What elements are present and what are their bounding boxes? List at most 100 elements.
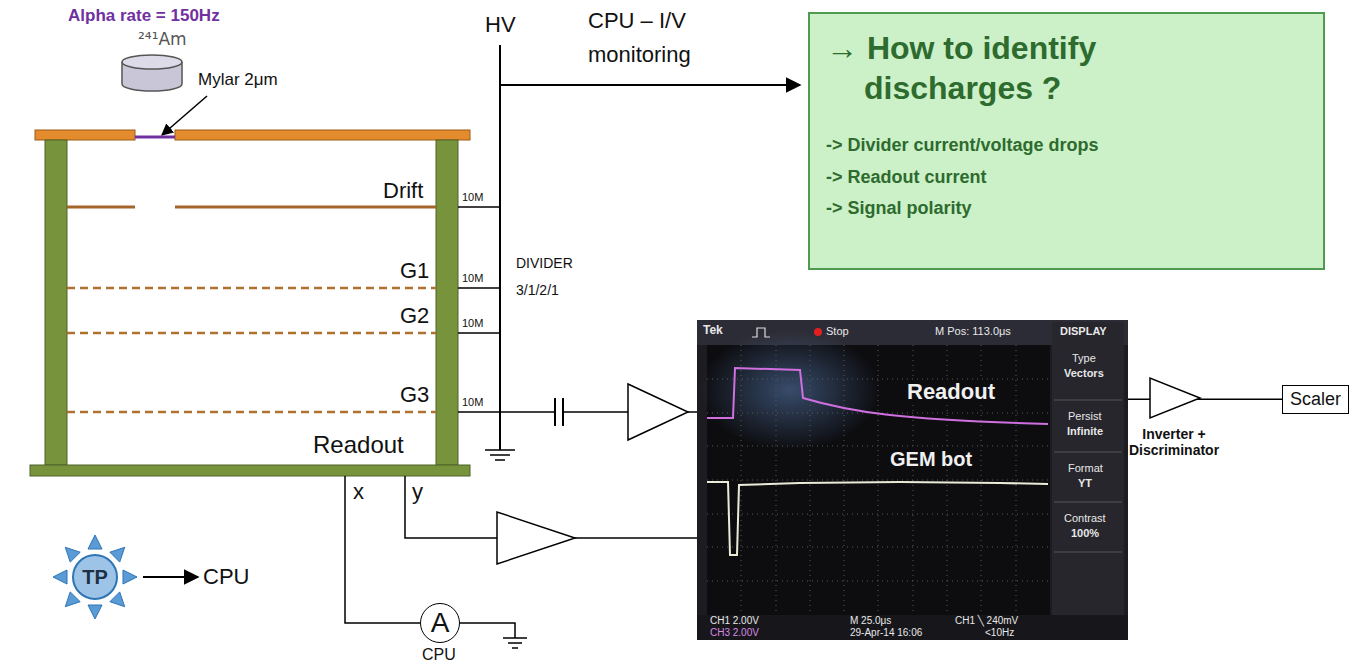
gem-foil — [67, 332, 436, 335]
top-plate — [35, 130, 135, 140]
trace-label: Readout — [905, 380, 997, 404]
pulser-ray — [53, 570, 67, 584]
electrode-label: G1 — [400, 258, 429, 283]
ammeter-circle: A — [420, 603, 460, 643]
bullet-text: -> Signal polarity — [826, 193, 1307, 225]
strip-label: x — [353, 479, 364, 504]
pulser-rays — [53, 535, 137, 619]
menu-item: Contrast — [1064, 512, 1106, 525]
electrode-label: Drift — [383, 178, 423, 203]
scope-grid — [707, 345, 1050, 615]
menu-value: 100% — [1071, 527, 1099, 540]
scope-brand: Tek — [703, 324, 723, 338]
rate-note: Alpha rate = 150Hz — [68, 6, 220, 26]
scope-readout: 29-Apr-14 16:06 — [850, 627, 922, 639]
menu-value: YT — [1078, 477, 1092, 490]
source-label: ²⁴¹Am — [138, 30, 187, 50]
strip-wire — [405, 476, 497, 538]
electrode-label: Readout — [313, 431, 404, 459]
menu-separator — [1054, 400, 1122, 552]
amplifier-symbol — [628, 384, 688, 440]
inverter-symbol — [1150, 378, 1200, 418]
pulser-arrow — [143, 576, 198, 578]
signal-wire — [563, 411, 628, 413]
note-box: → How to identify discharges ? -> Divider… — [808, 12, 1325, 270]
signal-wire — [575, 537, 697, 539]
bullet-text: -> Readout current — [826, 162, 1307, 194]
drift-electrode — [67, 206, 135, 209]
gem-foil — [67, 287, 436, 290]
readout-trace — [707, 368, 1048, 424]
mylar-window — [135, 136, 175, 139]
scope-frame — [697, 320, 1128, 640]
pulser-ray — [65, 592, 80, 607]
ground-symbol — [485, 450, 515, 460]
scaler-box: Scaler — [1282, 385, 1349, 414]
signal-wire — [688, 411, 697, 413]
scope-menu — [1052, 322, 1124, 615]
pulser-ray — [110, 592, 125, 607]
pulser-ray — [88, 535, 102, 549]
menu-value: Vectors — [1064, 367, 1104, 380]
electrode-label: G3 — [400, 382, 429, 407]
chamber-wall — [436, 140, 458, 465]
scope-readout: CH1 ╲ 240mV — [955, 615, 1018, 627]
pulser-ray — [88, 605, 102, 619]
hv-line — [499, 45, 501, 450]
heading-text: → How to identify discharges ? — [826, 28, 1209, 108]
electrode-label: G2 — [400, 303, 429, 328]
inverter-label: Inverter + Discriminator — [1118, 426, 1230, 458]
resistor-value: 10M — [462, 191, 483, 204]
node-label: Scaler — [1290, 389, 1341, 410]
drift-electrode — [175, 206, 436, 209]
leader-arrow — [162, 96, 207, 135]
source-top — [122, 55, 182, 69]
divider-tap — [458, 332, 500, 334]
scope-readout: M Pos: 113.0μs — [935, 325, 1011, 338]
strip-label: y — [412, 479, 423, 504]
chamber-wall — [45, 140, 67, 465]
scope-status: Stop — [826, 325, 849, 338]
node-label: TP — [82, 567, 108, 587]
resistor-value: 10M — [462, 272, 483, 285]
amplifier-symbol — [497, 512, 575, 564]
menu-item: Persist — [1068, 410, 1102, 423]
scope-readout: CH3 2.00V — [710, 627, 759, 639]
pulser-circle: TP — [72, 554, 118, 600]
trace-label: GEM bot — [888, 448, 974, 470]
monitor-arrow — [500, 84, 800, 86]
trigger-icon — [752, 328, 770, 337]
menu-item: Format — [1068, 462, 1103, 475]
divider-label: DIVIDER 3/1/2/1 — [516, 250, 592, 303]
capacitor-symbol — [554, 398, 556, 426]
gem-foil — [67, 411, 436, 414]
stop-indicator — [814, 328, 822, 336]
menu-value: Infinite — [1067, 425, 1103, 438]
supply-label: HV — [485, 12, 516, 37]
divider-tap — [458, 206, 500, 208]
cpu-label: CPU — [203, 564, 249, 589]
divider-tap — [458, 411, 555, 413]
oscilloscope-screen: ReadoutGEM bot — [697, 320, 1128, 640]
screen-glare — [700, 330, 880, 450]
top-plate — [175, 130, 470, 140]
node-label: A — [431, 609, 450, 637]
resistor-value: 10M — [462, 317, 483, 330]
scope-readout: CH1 2.00V — [710, 615, 759, 627]
menu-item: Type — [1072, 352, 1096, 365]
bullet-text: -> Divider current/voltage drops — [826, 130, 1307, 162]
scope-readout: M 25.0μs — [850, 615, 891, 627]
gem-trace — [707, 482, 1048, 555]
pulser-ray — [110, 547, 125, 562]
monitor-label: CPU – I/V monitoring — [588, 4, 728, 72]
divider-tap — [458, 287, 500, 289]
pulser-ray — [123, 570, 137, 584]
readout-plate — [30, 465, 470, 476]
ground-symbol — [503, 638, 527, 648]
window-label: Mylar 2μm — [198, 70, 278, 90]
scope-footer — [697, 615, 1128, 640]
cpu-label: CPU — [422, 646, 456, 664]
menu-title: DISPLAY — [1060, 325, 1107, 338]
scope-readout: <10Hz — [985, 627, 1014, 639]
